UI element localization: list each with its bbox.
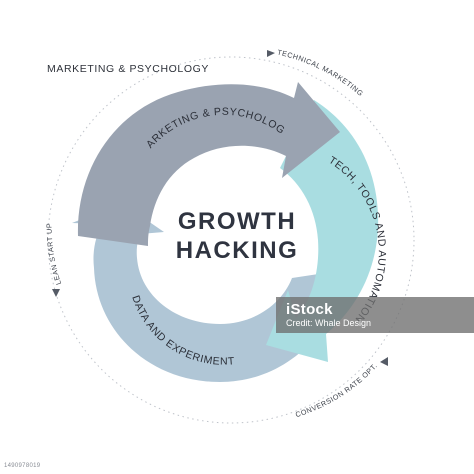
outer-label-technical-marketing: TECHNICAL MARKETING xyxy=(276,48,365,99)
outer-arrow-top xyxy=(267,50,275,57)
header-label: MARKETING & PSYCHOLOGY xyxy=(47,63,209,75)
segment-marketing-psychology xyxy=(77,82,341,246)
stock-watermark: iStock Credit: Whale Design xyxy=(276,297,474,333)
watermark-credit: Credit: Whale Design xyxy=(286,318,372,328)
center-title-line-1: GROWTH xyxy=(177,208,297,235)
stock-id: 1490978019 xyxy=(4,463,41,469)
outer-arrow-left xyxy=(52,289,60,297)
watermark-logo: iStock xyxy=(286,301,333,318)
outer-arrow-bottom xyxy=(380,357,388,366)
center-title-line-2: HACKING xyxy=(175,237,299,264)
outer-label-lean-start-up: LEAN START UP xyxy=(45,223,64,286)
outer-dotted-ring xyxy=(47,56,415,424)
center-title: GROWTH HACKING xyxy=(137,207,337,265)
outer-label-conversion-rate-opt: CONVERSION RATE OPT. xyxy=(294,361,379,419)
